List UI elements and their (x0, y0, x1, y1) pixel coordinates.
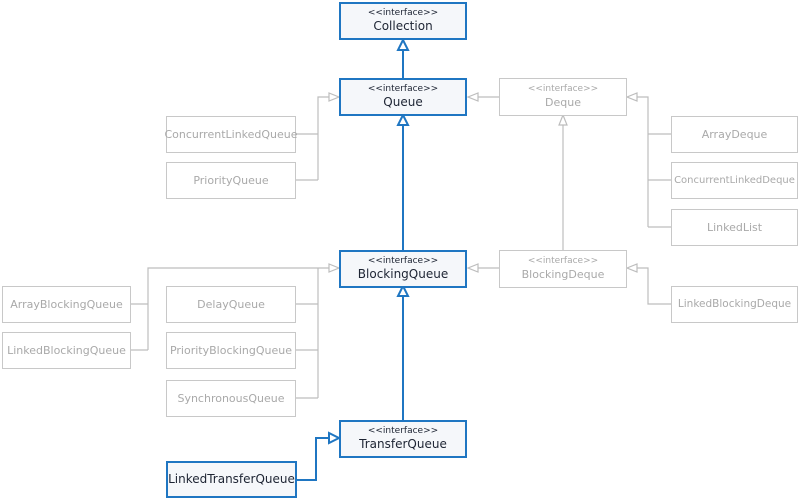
node-name: LinkedBlockingDeque (677, 298, 792, 310)
node-name: Collection (373, 19, 433, 33)
class-concurrentlinkedqueue[interactable]: ConcurrentLinkedQueue (164, 116, 298, 153)
node-name: Deque (545, 96, 581, 109)
class-concurrentlinkeddeque[interactable]: ConcurrentLinkedDeque (671, 162, 798, 199)
stereotype-label: <<interface>> (367, 8, 439, 18)
interface-collection[interactable]: <<interface>> Collection (339, 2, 467, 40)
node-name: LinkedTransferQueue (168, 472, 295, 486)
node-name: TransferQueue (359, 437, 447, 451)
arrowhead-blockingqueue-left (328, 263, 341, 273)
edge-deque-right-bus (633, 96, 649, 227)
class-priorityblockingqueue[interactable]: PriorityBlockingQueue (166, 332, 296, 369)
edge-queue-left-bus (317, 96, 333, 180)
arrowhead-queue-bottom (396, 112, 410, 126)
class-priorityqueue[interactable]: PriorityQueue (166, 162, 296, 199)
node-name: LinkedBlockingQueue (7, 344, 126, 357)
class-delayqueue[interactable]: DelayQueue (166, 286, 296, 323)
node-name: BlockingDeque (521, 268, 605, 281)
class-linkedblockingqueue[interactable]: LinkedBlockingQueue (2, 332, 131, 369)
node-name: PriorityQueue (193, 174, 269, 187)
stereotype-label: <<interface>> (367, 426, 439, 436)
arrowhead-queue-left (328, 92, 341, 102)
node-name: LinkedList (706, 221, 763, 234)
stereotype-label: <<interface>> (367, 256, 439, 266)
class-linkedlist[interactable]: LinkedList (671, 209, 798, 246)
class-linkedtransferqueue[interactable]: LinkedTransferQueue (166, 461, 297, 498)
interface-transferqueue[interactable]: <<interface>> TransferQueue (339, 420, 467, 458)
arrowhead-transferqueue-left (328, 431, 342, 445)
node-name: PriorityBlockingQueue (169, 344, 293, 357)
class-linkedblockingdeque[interactable]: LinkedBlockingDeque (671, 286, 798, 323)
interface-blockingqueue[interactable]: <<interface>> BlockingQueue (339, 250, 467, 288)
stereotype-label: <<interface>> (367, 84, 439, 94)
edge-linkedblockingdeque-blockingdeque (633, 267, 671, 305)
arrowhead-blockingqueue-right (466, 263, 479, 273)
arrowhead-collection (396, 37, 410, 51)
arrowhead-deque-right (625, 92, 638, 102)
class-arrayblockingqueue[interactable]: ArrayBlockingQueue (2, 286, 131, 323)
arrowhead-blockingqueue-bottom (396, 283, 410, 297)
edge-blockingqueue-far-left-bus (147, 267, 333, 350)
stereotype-label: <<interface>> (527, 256, 599, 266)
arrowhead-blockingdeque-right (625, 263, 638, 273)
arrowhead-deque-bottom (558, 113, 568, 126)
node-name: ArrayDeque (701, 128, 768, 141)
node-name: BlockingQueue (357, 267, 449, 281)
interface-deque[interactable]: <<interface>> Deque (499, 78, 627, 116)
node-name: ArrayBlockingQueue (10, 298, 123, 311)
node-name: DelayQueue (197, 298, 265, 311)
interface-blockingdeque[interactable]: <<interface>> BlockingDeque (499, 250, 627, 288)
class-synchronousqueue[interactable]: SynchronousQueue (166, 380, 296, 417)
class-arraydeque[interactable]: ArrayDeque (671, 116, 798, 153)
node-name: ConcurrentLinkedDeque (674, 175, 795, 186)
node-name: ConcurrentLinkedQueue (164, 128, 298, 141)
edge-linkedtransferqueue-transferqueue (297, 437, 332, 481)
interface-queue[interactable]: <<interface>> Queue (339, 78, 467, 116)
arrowhead-queue-right (466, 92, 479, 102)
stereotype-label: <<interface>> (527, 84, 599, 94)
node-name: SynchronousQueue (177, 392, 285, 405)
node-name: Queue (383, 95, 423, 109)
